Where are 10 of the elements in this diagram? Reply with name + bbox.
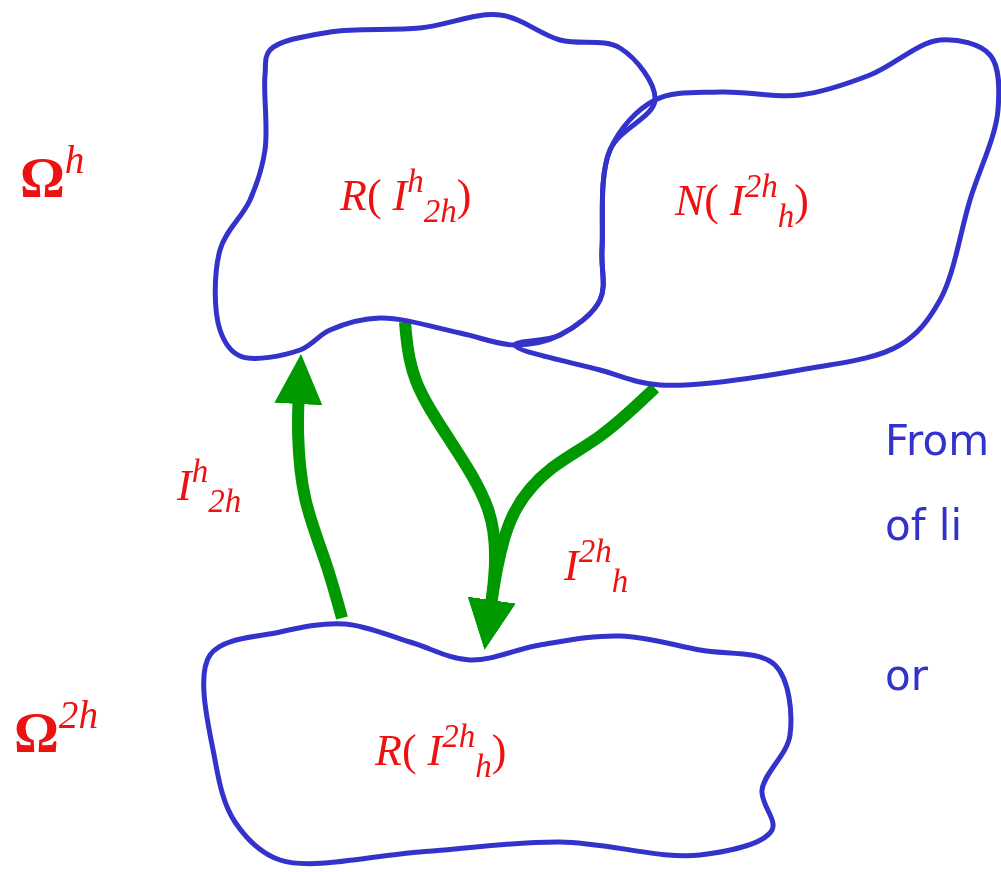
- math-label: R( I$^{2h}$$_{h}$): [375, 720, 507, 783]
- domain-label: Ω$^{2h}$: [14, 695, 99, 761]
- note-text: From: [885, 420, 990, 462]
- arrow: [467, 383, 660, 650]
- math-label: R( I$^{h}$$_{2h}$): [340, 165, 472, 228]
- note-text: of li: [885, 505, 963, 547]
- domain-label: Ω$^{h}$: [20, 140, 85, 206]
- math-label: N( I$^{2h}$$_{h}$): [675, 170, 809, 233]
- note-text: or: [885, 655, 928, 697]
- arrow: [274, 354, 348, 620]
